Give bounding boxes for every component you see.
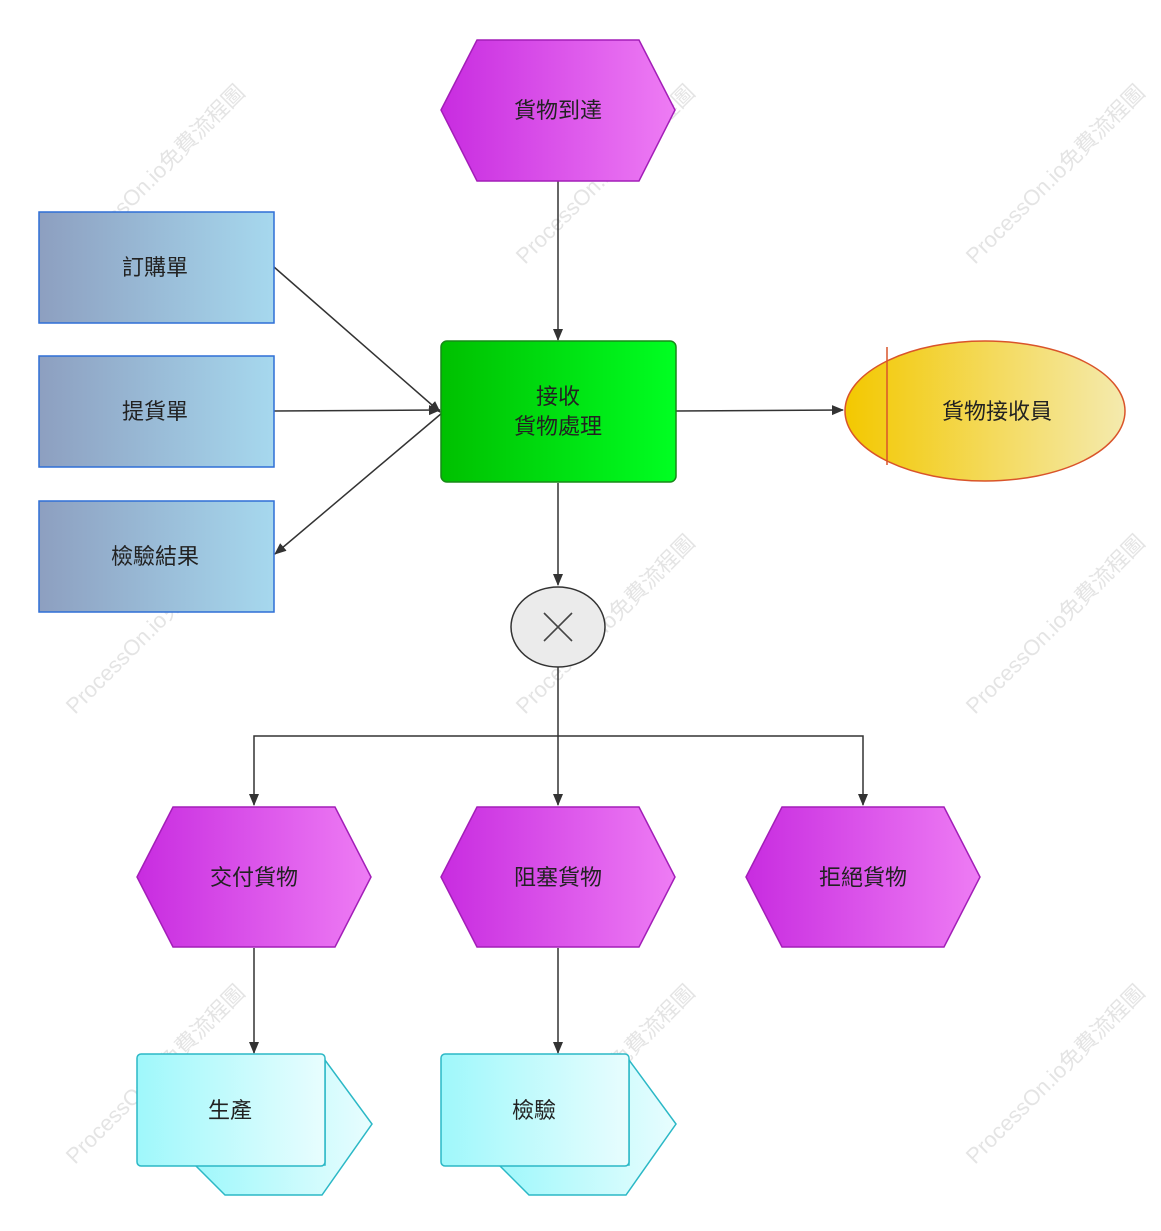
process-production[interactable]: 生產 bbox=[136, 1053, 373, 1196]
connector-receive-to-receiver[interactable] bbox=[675, 405, 844, 416]
event-reject-goods[interactable]: 拒絕貨物 bbox=[745, 806, 981, 948]
role-goods-receiver-label: 貨物接收員 bbox=[942, 400, 1052, 425]
process-inspection[interactable]: 檢驗 bbox=[440, 1053, 677, 1196]
event-deliver-goods-label: 交付貨物 bbox=[210, 866, 298, 891]
function-receive-goods-label-line2: 貨物處理 bbox=[514, 415, 602, 440]
xor-close-icon bbox=[543, 612, 573, 642]
connector-layer bbox=[249, 181, 868, 1054]
event-deliver-goods[interactable]: 交付貨物 bbox=[136, 806, 372, 948]
document-purchase-order-label: 訂購單 bbox=[122, 256, 188, 281]
document-inspection-result[interactable]: 檢驗結果 bbox=[38, 500, 275, 613]
connector-order-to-receive[interactable] bbox=[273, 266, 441, 413]
xor-gateway[interactable] bbox=[510, 586, 606, 668]
function-receive-goods[interactable]: 接收 貨物處理 bbox=[440, 340, 677, 483]
watermark-text: ProcessOn.io免費流程圖 bbox=[961, 80, 1150, 269]
connector-xor-to-reject[interactable] bbox=[558, 735, 868, 806]
watermark-text: ProcessOn.io免費流程圖 bbox=[961, 980, 1150, 1169]
event-block-goods-label: 阻塞貨物 bbox=[514, 866, 602, 891]
watermark-text: ProcessOn.io免費流程圖 bbox=[961, 530, 1150, 719]
document-purchase-order[interactable]: 訂購單 bbox=[38, 211, 275, 324]
event-goods-arrive-label: 貨物到達 bbox=[514, 99, 602, 124]
process-inspection-label: 檢驗 bbox=[512, 1099, 556, 1124]
event-goods-arrive[interactable]: 貨物到達 bbox=[440, 39, 676, 182]
document-inspection-result-label: 檢驗結果 bbox=[111, 545, 199, 570]
function-receive-goods-label-line1: 接收 bbox=[536, 385, 580, 410]
document-bill-of-lading[interactable]: 提貨單 bbox=[38, 355, 275, 468]
role-goods-receiver[interactable]: 貨物接收員 bbox=[844, 340, 1126, 482]
connector-receive-to-inspection-result[interactable] bbox=[274, 412, 443, 555]
event-block-goods[interactable]: 阻塞貨物 bbox=[440, 806, 676, 948]
connector-lading-to-receive[interactable] bbox=[273, 405, 441, 416]
event-reject-goods-label: 拒絕貨物 bbox=[819, 866, 907, 891]
connector-xor-to-deliver[interactable] bbox=[249, 735, 558, 806]
process-production-label: 生產 bbox=[208, 1099, 252, 1124]
document-bill-of-lading-label: 提貨單 bbox=[122, 400, 188, 425]
